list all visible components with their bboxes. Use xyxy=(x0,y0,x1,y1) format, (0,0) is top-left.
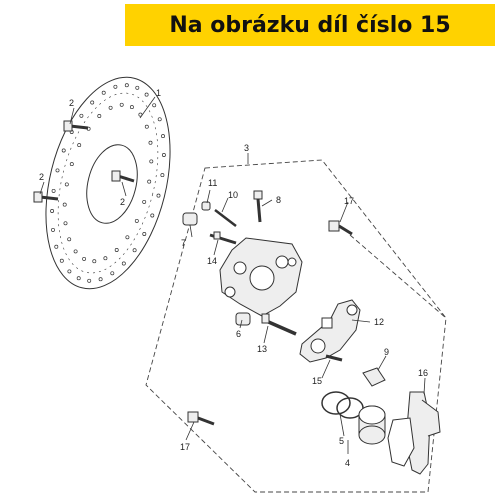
callout-2-top: 2 xyxy=(69,98,74,108)
callout-14: 14 xyxy=(207,256,217,266)
callout-17-top: 17 xyxy=(344,196,354,206)
disc-hole xyxy=(61,148,66,153)
disc-hole xyxy=(79,113,84,118)
disc-hole xyxy=(160,173,165,178)
brake-pads xyxy=(387,391,441,475)
callout-13: 13 xyxy=(257,344,267,354)
boot-part-6 xyxy=(235,312,251,326)
seal-rings xyxy=(321,391,364,419)
disc-hole xyxy=(142,199,147,204)
callout-12: 12 xyxy=(374,317,384,327)
disc-hole xyxy=(92,259,97,264)
callout-9: 9 xyxy=(384,347,389,357)
disc-hole xyxy=(110,271,115,276)
disc-hole xyxy=(62,202,67,207)
disc-hole xyxy=(97,114,102,118)
disc-hole xyxy=(77,143,82,148)
disc-bolt-center xyxy=(111,170,135,183)
disc-hole xyxy=(69,162,74,167)
disc-hole xyxy=(50,209,55,213)
disc-hole xyxy=(51,188,56,193)
disc-hole xyxy=(114,248,119,252)
banner-title: Na obrázku díl číslo 15 xyxy=(169,12,451,38)
callout-6: 6 xyxy=(236,329,241,339)
disc-hole xyxy=(125,235,130,240)
disc-hole xyxy=(134,218,139,223)
disc-hole xyxy=(129,105,134,110)
disc-hole xyxy=(121,261,126,266)
callout-16: 16 xyxy=(418,368,428,378)
pin-part-10 xyxy=(214,209,237,227)
disc-hole xyxy=(150,213,155,218)
cap-part-11 xyxy=(201,201,211,211)
callout-8: 8 xyxy=(276,195,281,205)
disc-hole xyxy=(144,92,149,97)
callout-2-left: 2 xyxy=(39,172,44,182)
disc-hole xyxy=(149,159,154,164)
callout-1: 1 xyxy=(156,88,161,98)
caliper-bracket xyxy=(299,299,361,363)
disc-hole xyxy=(54,244,59,249)
disc-hole xyxy=(59,258,64,263)
callout-5: 5 xyxy=(339,436,344,446)
callout-2-center: 2 xyxy=(120,197,125,207)
disc-hole xyxy=(101,90,106,95)
callout-17-bottom: 17 xyxy=(180,442,190,452)
disc-hole xyxy=(113,84,118,89)
disc-hole xyxy=(67,237,72,242)
disc-hole xyxy=(132,248,137,253)
disc-hole xyxy=(148,140,153,145)
disc-hole xyxy=(63,221,68,226)
bracket-bolt-top xyxy=(328,220,353,236)
piston xyxy=(358,405,386,445)
disc-hole xyxy=(142,232,147,236)
disc-hole xyxy=(119,102,124,107)
disc-hole xyxy=(67,269,72,274)
disc-hole xyxy=(103,256,108,261)
pin-part-14 xyxy=(209,231,237,245)
disc-hole xyxy=(135,85,140,90)
bracket-bolt-bottom xyxy=(187,411,215,426)
disc-hole xyxy=(152,103,157,108)
bolt-part-15 xyxy=(325,354,343,362)
callout-15: 15 xyxy=(312,376,322,386)
callout-7: 7 xyxy=(181,238,186,248)
bleed-screw xyxy=(253,190,263,223)
disc-hole xyxy=(55,168,60,173)
brake-disc xyxy=(45,76,171,290)
disc-hole xyxy=(147,179,152,184)
callout-11: 11 xyxy=(208,178,217,188)
disc-hole xyxy=(161,153,166,157)
callout-4: 4 xyxy=(345,458,350,468)
assembly-boundary xyxy=(145,159,447,493)
assembly-boundary-inner xyxy=(349,234,447,319)
disc-bolt-top xyxy=(63,120,89,132)
banner-background xyxy=(125,4,495,46)
disc-hole xyxy=(144,124,149,129)
disc-hole xyxy=(73,249,78,254)
disc-hole xyxy=(82,256,87,261)
disc-hole xyxy=(124,83,129,88)
disc-hole xyxy=(108,105,113,110)
disc-hole xyxy=(51,227,55,232)
callout-10: 10 xyxy=(228,190,238,200)
disc-bolt-left xyxy=(33,191,59,203)
disc-hole xyxy=(157,117,162,122)
pin-part-13 xyxy=(261,313,297,336)
leader-lines xyxy=(39,96,426,454)
disc-hole xyxy=(156,193,161,198)
disc-hole xyxy=(76,276,81,281)
disc-hole xyxy=(161,134,165,139)
disc-hole xyxy=(90,100,95,105)
callout-3: 3 xyxy=(244,143,249,153)
disc-hole xyxy=(64,182,69,187)
disc-hole xyxy=(98,277,103,282)
disc-hole xyxy=(87,278,92,283)
sleeve-part-7 xyxy=(182,212,198,226)
caliper-body xyxy=(219,237,303,317)
pad-spring xyxy=(362,367,386,387)
